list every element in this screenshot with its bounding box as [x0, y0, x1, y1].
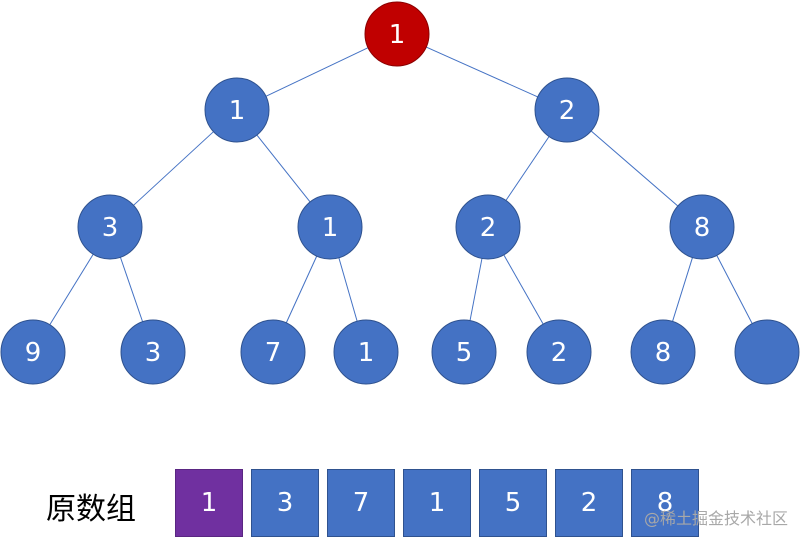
tree-edge	[285, 255, 318, 324]
tree-node-label: 8	[655, 338, 672, 368]
array-cell: 7	[327, 469, 395, 537]
watermark: @稀土掘金技术社区	[643, 509, 788, 528]
tree-node	[455, 194, 521, 260]
array-cell: 8	[631, 469, 699, 537]
tree-edge	[338, 257, 358, 322]
tree-node-label: 1	[322, 213, 339, 243]
array-cell: 1	[175, 469, 243, 537]
tree-node-label: 3	[102, 213, 119, 243]
array-label: 原数组	[46, 492, 136, 527]
tree-node-label: 5	[456, 338, 473, 368]
array-cell: 5	[479, 469, 547, 537]
tree-node	[77, 194, 143, 260]
tree-node	[734, 319, 800, 385]
tree-node-label: 2	[551, 338, 568, 368]
tree-edge	[256, 134, 311, 203]
tree-node-label: 3	[145, 338, 162, 368]
tree-node-label: 7	[265, 338, 282, 368]
tree-edge	[469, 258, 483, 321]
tree-node	[297, 194, 363, 260]
array-cell: 2	[555, 469, 623, 537]
tree-node	[204, 77, 270, 143]
tree-root-node	[364, 1, 430, 67]
tree-edge	[49, 253, 94, 326]
tree-edge	[426, 46, 538, 98]
tree-edge	[716, 255, 753, 324]
array-cell: 3	[251, 469, 319, 537]
tree-node-label: 1	[229, 96, 246, 126]
segment-tree: 1 1 2 3 1 2 8 9 3 7 1 5 2 8	[0, 1, 800, 385]
tree-node	[534, 77, 600, 143]
tree-edge	[672, 257, 693, 322]
tree-edge	[119, 257, 144, 322]
tree-edge	[505, 136, 550, 201]
tree-edge	[265, 47, 369, 97]
tree-node-label: 1	[358, 338, 375, 368]
tree-node	[333, 319, 399, 385]
tree-edge	[133, 131, 214, 206]
tree-node-label: 2	[480, 213, 497, 243]
tree-node-label: 9	[25, 338, 42, 368]
tree-node	[120, 319, 186, 385]
tree-edge	[590, 130, 679, 207]
array-cell: 1	[403, 469, 471, 537]
tree-node	[240, 319, 306, 385]
tree-node-label: 1	[389, 20, 406, 50]
tree-node	[669, 194, 735, 260]
tree-node	[630, 319, 696, 385]
tree-edge	[503, 254, 544, 325]
tree-node	[526, 319, 592, 385]
tree-node	[0, 319, 66, 385]
tree-node-label: 8	[694, 213, 711, 243]
original-array: 1 3 7 1 5 2 8	[175, 469, 707, 537]
tree-node	[431, 319, 497, 385]
tree-node-label: 2	[559, 96, 576, 126]
